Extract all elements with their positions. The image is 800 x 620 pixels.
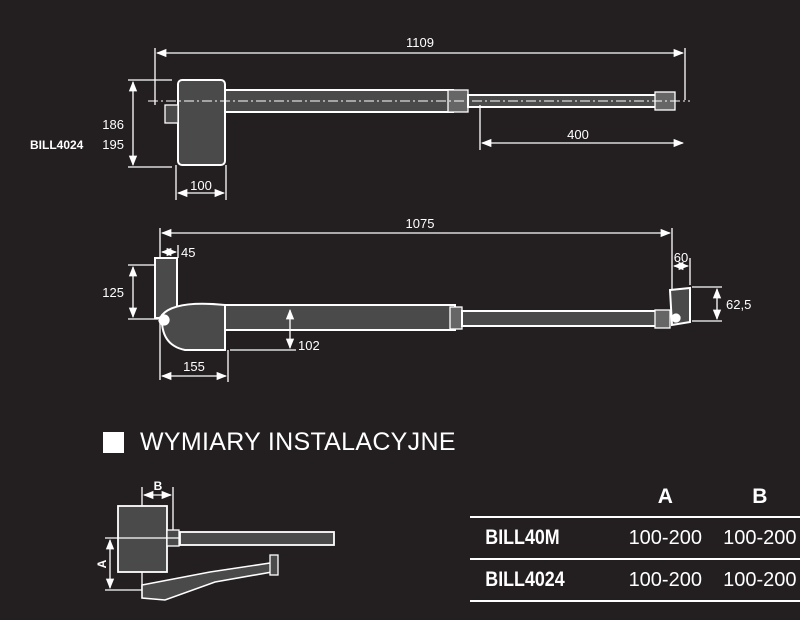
b-cell: 100-200 [723,526,797,549]
dimensions-table: A B BILL40M 100-200 100-200 BILL4024 100… [470,478,800,602]
dim-total-length: 1109 [406,35,434,50]
side-view [128,228,722,382]
dim-bracket-offset: 45 [181,245,195,260]
dim-height: 186 [102,117,124,132]
header-b: B [752,485,768,508]
table-row: BILL4024 100-200 100-200 [470,560,800,602]
dim-rear-distance: 155 [183,359,205,374]
top-view [128,48,690,200]
section-title: WYMIARY INSTALACYJNE [140,428,456,456]
dim-length: 1075 [406,216,435,231]
a-cell: 100-200 [628,568,702,591]
table-row: BILL40M 100-200 100-200 [470,518,800,560]
dim-stroke: 400 [567,127,589,142]
dim-front-height: 62,5 [726,297,751,312]
b-cell: 100-200 [723,568,797,591]
table-header: A B [470,478,800,518]
label-a: A [95,559,109,568]
model-cell: BILL40M [485,526,560,549]
motor-body [177,79,226,166]
motor-side [160,302,226,351]
header-a: A [657,485,673,508]
square-bullet-icon [103,432,124,453]
dim-front-width: 60 [674,250,688,265]
install-diagram [105,487,335,601]
section-heading: WYMIARY INSTALACYJNE [103,428,456,457]
dim-height-bill4024: 195 [102,137,124,152]
dim-width: 100 [190,178,212,193]
model-cell: BILL4024 [485,568,565,591]
a-cell: 100-200 [628,526,702,549]
label-b: B [154,479,163,493]
model-label: BILL4024 [30,138,84,152]
dim-axis-height: 102 [298,338,320,353]
dim-bracket-height: 125 [102,285,124,300]
